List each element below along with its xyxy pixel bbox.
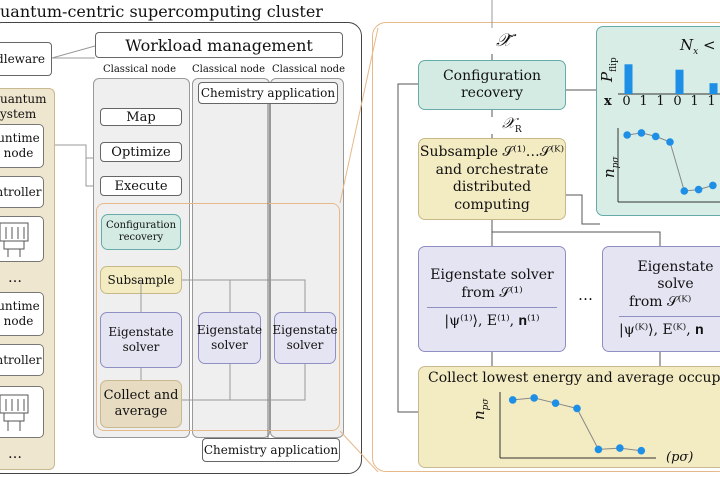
controller-2[interactable]: ntroller xyxy=(0,344,44,376)
bottom-occupancy-point-3 xyxy=(573,404,581,413)
bottom-occupancy-point-2 xyxy=(551,399,560,407)
configuration-inset xyxy=(596,26,720,216)
bottom-occupancy-point-0 xyxy=(508,396,517,404)
bottom-n-label: npσ xyxy=(470,398,491,420)
quantum-chip-1 xyxy=(0,216,44,262)
eigenstate-solver-sk[interactable]: Eigenstate solve from 𝒮⁽ᴷ⁾ |ψ⁽ᴷ⁾⟩, E⁽ᴷ⁾,… xyxy=(602,246,720,352)
solver-ellipsis: … xyxy=(578,286,593,304)
inset-bits-row: 0 1 1 0 1 1 xyxy=(622,94,716,109)
pflip-bar-5 xyxy=(709,83,718,94)
cluster-title: uantum-centric supercomputing cluster xyxy=(0,2,323,21)
bottom-occupancy-point-5 xyxy=(616,444,624,452)
chemistry-application-bottom[interactable]: Chemistry application xyxy=(202,438,340,462)
execute-box[interactable]: Execute xyxy=(100,176,182,196)
inset-occupancy-point-0 xyxy=(623,131,631,139)
classical-node-3-label: Classical node xyxy=(272,64,345,75)
eig1-output: |ψ⁽¹⁾⟩, E⁽¹⁾, 𝐧⁽¹⁾ xyxy=(444,313,540,330)
middleware-label: dleware xyxy=(0,52,45,66)
bottom-occupancy-chart xyxy=(499,392,656,459)
controller-1[interactable]: ntroller xyxy=(0,176,44,208)
middleware-box[interactable]: dleware xyxy=(0,42,52,76)
inset-x-label: x xyxy=(604,94,612,109)
chi-tilde-label: 𝒳̃ xyxy=(496,30,512,51)
classical-node-1-label: Classical node xyxy=(103,64,176,75)
chip-icon xyxy=(0,222,29,257)
optimize-box[interactable]: Optimize xyxy=(100,142,182,162)
inset-occupancy-point-2 xyxy=(651,132,660,141)
bottom-occupancy-point-4 xyxy=(594,445,603,454)
classical-node-2[interactable] xyxy=(192,78,270,438)
inset-occupancy-point-5 xyxy=(694,185,703,194)
classical-node-2-label: Classical node xyxy=(192,64,265,75)
eigenstate-solver-s1[interactable]: Eigenstate solver from 𝒮⁽¹⁾ |ψ⁽¹⁾⟩, E⁽¹⁾… xyxy=(418,246,566,352)
ellipsis-1: … xyxy=(8,270,22,286)
map-box[interactable]: Map xyxy=(100,108,182,126)
ellipsis-2: … xyxy=(8,446,22,462)
cluster-outline xyxy=(0,22,362,474)
pflip-bar-3 xyxy=(675,69,684,94)
pflip-bar-0 xyxy=(624,64,633,94)
collect-lowest-energy-box[interactable] xyxy=(418,366,720,468)
chemistry-application-top[interactable]: Chemistry application xyxy=(198,82,338,104)
sqd-region xyxy=(96,203,340,431)
chi-r-label: 𝒳R xyxy=(502,114,522,135)
inset-occupancy-point-4 xyxy=(680,187,689,195)
bottom-occupancy-point-1 xyxy=(530,394,538,402)
workload-management-box[interactable]: Workload management xyxy=(95,32,343,58)
detail-panel xyxy=(372,22,720,472)
collect-lowest-energy-title: Collect lowest energy and average occupa… xyxy=(428,370,720,386)
bottom-occupancy-point-6 xyxy=(637,446,646,455)
inset-occupancy-point-3 xyxy=(666,138,674,146)
quantum-chip-2 xyxy=(0,386,44,438)
eigk-output: |ψ⁽ᴷ⁾⟩, E⁽ᴷ⁾, 𝐧 xyxy=(619,322,704,338)
classical-node-3[interactable] xyxy=(270,78,344,438)
inset-occupancy-chart xyxy=(617,128,720,203)
inset-nx-label: Nx < xyxy=(680,36,716,57)
chip-icon xyxy=(0,394,29,431)
inset-occupancy-point-1 xyxy=(637,129,646,137)
bottom-x-label: (pσ) xyxy=(666,450,694,465)
pflip-bar-chart xyxy=(618,64,720,95)
inset-occupancy-point-6 xyxy=(709,181,717,190)
